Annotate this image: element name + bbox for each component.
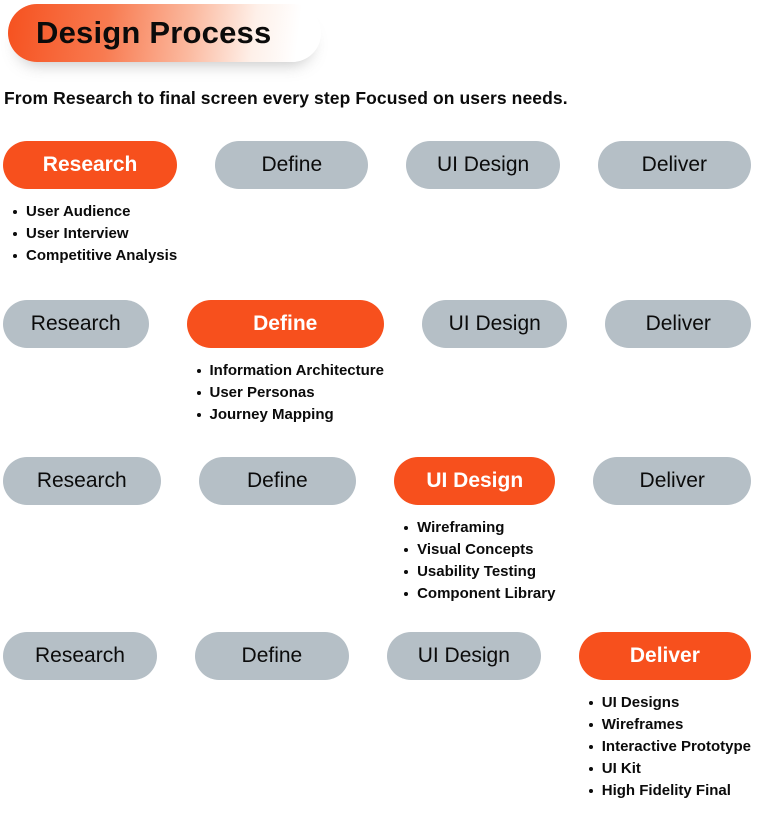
bullet-item: UI Kit xyxy=(588,758,751,780)
bullet-text: High Fidelity Final xyxy=(601,782,731,799)
stage-pill-ui-design: UI Design xyxy=(394,457,556,505)
bullet-dot-icon xyxy=(404,570,409,574)
bullet-dot-icon xyxy=(588,767,593,771)
stage-pill-deliver: Deliver xyxy=(593,457,751,505)
bullet-item: Component Library xyxy=(404,583,555,605)
bullet-item: Competitive Analysis xyxy=(13,245,177,267)
stage-pill-label: UI Design xyxy=(426,469,524,492)
bullet-text: User Personas xyxy=(209,384,315,401)
bullet-dot-icon xyxy=(588,723,593,727)
bullet-item: Wireframing xyxy=(404,517,555,539)
stage-pill-label: Research xyxy=(36,469,127,492)
process-row-define: Research Define UI Design Deliver Inform… xyxy=(3,300,751,426)
process-row-deliver: Research Define UI Design Deliver UI Des… xyxy=(3,632,751,802)
stage-pill-label: Define xyxy=(246,469,308,492)
bullet-dot-icon xyxy=(196,391,201,395)
stage-pill-research: Research xyxy=(3,300,149,348)
stage-pill-label: Deliver xyxy=(639,469,705,492)
stage-pill-ui-design: UI Design xyxy=(386,632,541,680)
stage-detail-list-deliver: UI Designs Wireframes Interactive Protot… xyxy=(579,692,751,802)
bullet-item: User Interview xyxy=(13,223,177,245)
page-title: Design Process xyxy=(8,4,322,62)
stage-pill-label: Deliver xyxy=(629,644,700,667)
bullet-text: Wireframes xyxy=(601,716,684,733)
stage-pill-label: Research xyxy=(42,153,138,176)
bullet-dot-icon xyxy=(196,413,201,417)
header: Design Process From Research to final sc… xyxy=(0,0,768,109)
bullet-item: High Fidelity Final xyxy=(588,780,751,802)
bullet-item: Interactive Prototype xyxy=(588,736,751,758)
stage-pill-label: Define xyxy=(241,644,303,667)
bullet-dot-icon xyxy=(588,745,593,749)
stage-pill-label: UI Design xyxy=(448,312,541,335)
stage-pill-ui-design: UI Design xyxy=(421,300,568,348)
page-subtitle: From Research to final screen every step… xyxy=(4,88,568,108)
bullet-dot-icon xyxy=(196,369,201,373)
bullet-dot-icon xyxy=(588,789,593,793)
bullet-item: UI Designs xyxy=(588,692,751,714)
bullet-text: User Audience xyxy=(26,203,131,220)
stage-pill-label: Define xyxy=(253,312,318,335)
bullet-text: Information Architecture xyxy=(209,362,384,379)
stage-pill-label: Deliver xyxy=(641,153,708,176)
stage-detail-list-define: Information Architecture User Personas J… xyxy=(187,360,384,426)
bullet-item: Wireframes xyxy=(588,714,751,736)
bullet-dot-icon xyxy=(588,701,593,705)
bullet-dot-icon xyxy=(404,548,409,552)
process-row-research: Research Define UI Design Deliver User A… xyxy=(3,141,751,267)
bullet-text: UI Designs xyxy=(601,694,680,711)
stage-pill-define: Define xyxy=(198,457,357,505)
bullet-dot-icon xyxy=(13,210,17,214)
bullet-dot-icon xyxy=(404,526,409,530)
stage-pill-ui-design: UI Design xyxy=(406,141,560,189)
stage-pill-label: UI Design xyxy=(417,644,510,667)
stage-pill-deliver: Deliver xyxy=(578,632,751,680)
stage-detail-list-research: User Audience User Interview Competitive… xyxy=(3,201,177,267)
stage-pill-label: UI Design xyxy=(436,153,530,176)
bullet-item: Journey Mapping xyxy=(196,404,384,426)
stage-pill-label: Define xyxy=(261,153,323,176)
stage-detail-list-ui-design: Wireframing Visual Concepts Usability Te… xyxy=(394,517,555,605)
stage-pill-label: Research xyxy=(35,644,125,667)
stage-pill-define: Define xyxy=(215,141,369,189)
bullet-text: Wireframing xyxy=(417,519,505,536)
stage-pill-research: Research xyxy=(3,632,157,680)
stage-pill-label: Research xyxy=(30,312,121,335)
bullet-text: Visual Concepts xyxy=(417,541,534,558)
bullet-text: Usability Testing xyxy=(417,563,537,580)
stage-pill-label: Deliver xyxy=(645,312,711,335)
stage-pill-define: Define xyxy=(186,300,384,348)
stage-pill-deliver: Deliver xyxy=(597,141,751,189)
bullet-text: Journey Mapping xyxy=(209,406,334,423)
stage-pill-define: Define xyxy=(194,632,349,680)
bullet-item: Information Architecture xyxy=(196,360,384,382)
process-row-ui-design: Research Define UI Design Deliver Wirefr… xyxy=(3,457,751,605)
bullet-text: Interactive Prototype xyxy=(601,738,751,755)
stage-pill-research: Research xyxy=(3,141,178,189)
stage-pill-deliver: Deliver xyxy=(605,300,751,348)
bullet-item: User Personas xyxy=(196,382,384,404)
bullet-item: Usability Testing xyxy=(404,561,555,583)
bullet-text: Competitive Analysis xyxy=(26,247,178,264)
bullet-item: User Audience xyxy=(13,201,177,223)
stage-pill-research: Research xyxy=(3,457,161,505)
bullet-dot-icon xyxy=(13,232,17,236)
bullet-text: User Interview xyxy=(26,225,129,242)
bullet-item: Visual Concepts xyxy=(404,539,555,561)
process-diagram: Research Define UI Design Deliver User A… xyxy=(0,109,768,802)
bullet-dot-icon xyxy=(13,254,17,258)
bullet-dot-icon xyxy=(404,592,409,596)
bullet-text: Component Library xyxy=(417,585,556,602)
bullet-text: UI Kit xyxy=(601,760,641,777)
